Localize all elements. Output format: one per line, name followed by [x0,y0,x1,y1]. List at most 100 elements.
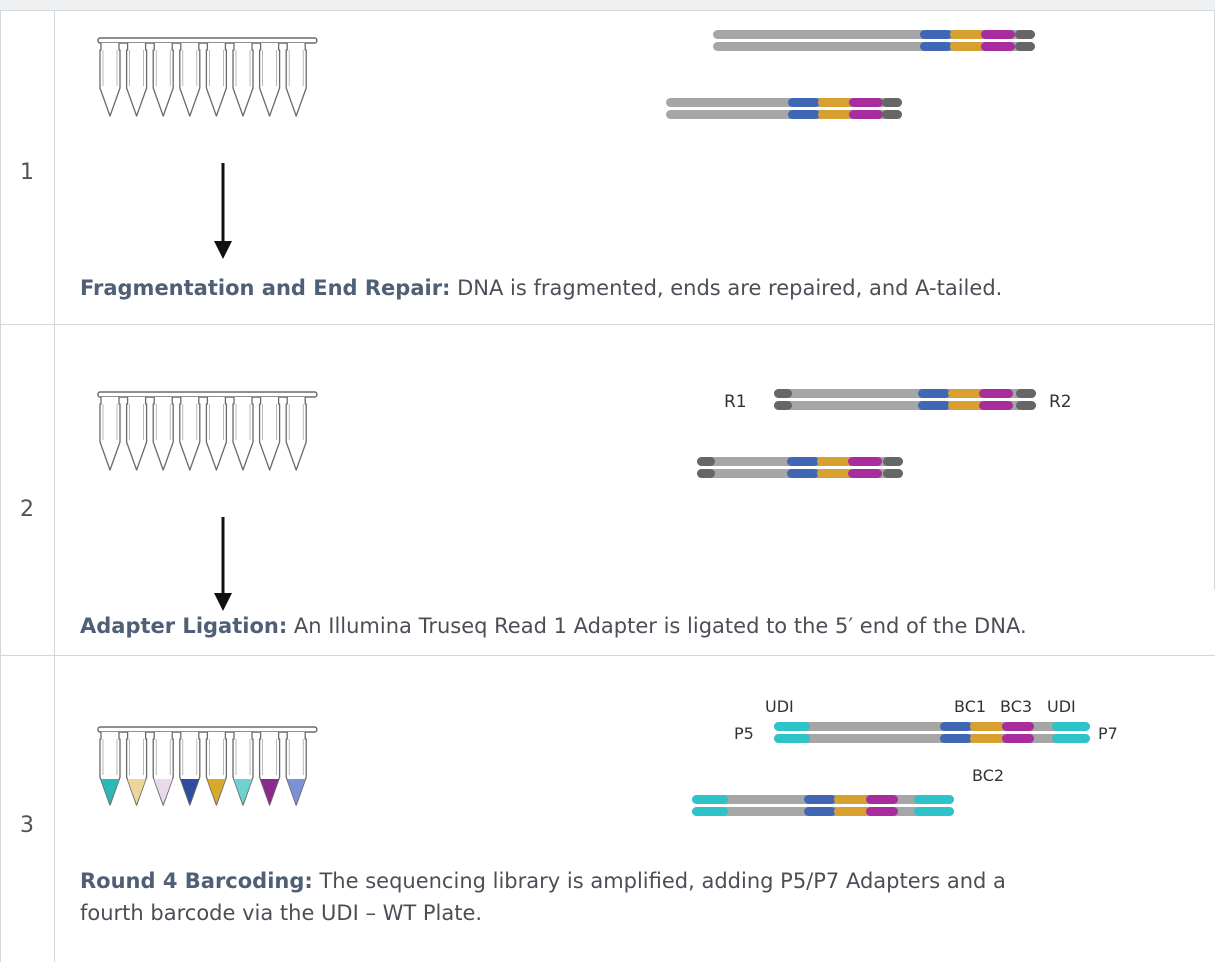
tube-inner-line [129,404,144,440]
segment-end_gray [774,389,792,398]
segment-cyan [774,722,810,731]
segment-gold [970,734,1004,743]
segment-blue [804,807,836,816]
tube-inner-line [182,50,198,86]
tube [205,43,228,117]
tube-inner-line [235,404,251,440]
top-bar [0,0,1215,11]
segment-gold [817,469,851,478]
label-r2: R2 [1049,392,1072,412]
segment-blue [920,30,952,39]
tube [125,397,148,471]
tube-inner-line [182,739,198,775]
tube-inner-line [102,404,118,440]
segment-magenta [848,469,882,478]
table-left-border [0,10,1,962]
segment-gold [948,401,982,410]
segment-magenta [866,795,898,804]
tube-liquid [100,779,120,804]
table-row: 3 UDI BC1 BC3 UDI P5 P7 BC2 Round 4 Barc… [0,655,1215,962]
dna-fragment [692,795,954,816]
segment-cyan [774,734,810,743]
tube [152,397,174,471]
tube-strip-cap [97,726,318,733]
tube-inner-line [288,404,304,440]
label-bc1: BC1 [954,697,986,716]
segment-blue [918,401,950,410]
tube-liquid [180,779,199,804]
row-number: 3 [20,813,34,838]
segment-cyan [1052,734,1090,743]
tube-inner-line [235,50,251,86]
tube-inner-line [209,404,224,440]
row-number: 2 [20,497,34,522]
tube [179,397,201,471]
tube-inner-line [182,404,198,440]
label-p7: P7 [1098,724,1118,743]
tube [232,43,254,117]
tube-strip [97,726,318,806]
tube-inner-line [288,739,304,775]
segment-magenta [1002,722,1034,731]
segment-gold [834,795,868,804]
segment-cyan [692,807,728,816]
tube [152,43,174,117]
tube-inner-line [288,50,304,86]
segment-end_gray [697,469,715,478]
segment-blue [918,389,950,398]
dna-fragment [774,722,1090,743]
caption-title: Adapter Ligation: [80,614,288,638]
segment-gold [948,389,982,398]
segment-end_gray [883,457,903,466]
arrowhead [214,593,232,611]
dna-fragment [774,389,1036,410]
segment-blue [940,734,972,743]
segment-blue [920,42,952,51]
tube-inner-line [262,404,277,440]
tube-inner-line [262,50,277,86]
segment-end_gray [882,110,902,119]
tube-strip [97,391,318,471]
tube-strip-cap [97,37,318,44]
tube-liquid [233,779,253,804]
table-column-divider [54,10,55,962]
label-udi-right: UDI [1047,697,1076,716]
segment-gold [950,30,984,39]
dna-fragment [713,30,1035,51]
segment-magenta [849,110,883,119]
segment-blue [787,469,819,478]
label-bc2: BC2 [972,766,1004,785]
tube [232,397,254,471]
segment-end_gray [883,469,903,478]
caption-text: DNA is fragmented, ends are repaired, an… [450,276,1003,300]
tube [258,397,281,471]
table-row: 1 Fragmentation and End Repair: DNA is f… [0,10,1215,325]
dna-strand [774,734,1090,743]
row-1-illustration [97,30,1035,259]
tube [285,43,307,117]
segment-end_gray [1015,42,1035,51]
tube-liquid [207,779,226,804]
tube-inner-line [129,50,144,86]
tube-inner-line [155,404,171,440]
segment-cyan [914,795,954,804]
tube-liquid [260,779,279,804]
segment-end_gray [1016,401,1036,410]
segment-blue [787,457,819,466]
dna-fragment [697,457,903,478]
tube-inner-line [209,50,224,86]
caption-title: Round 4 Barcoding: [80,869,313,893]
tube [205,397,228,471]
label-p5: P5 [734,724,754,743]
segment-end_gray [697,457,715,466]
tube-inner-line [155,50,171,86]
tube-inner-line [155,739,171,775]
row-caption: Fragmentation and End Repair: DNA is fra… [80,272,1002,304]
tube-inner-line [209,739,224,775]
segment-end_gray [774,401,792,410]
row-number: 1 [20,160,34,185]
tube [125,43,148,117]
segment-gold [818,110,852,119]
segment-blue [788,110,820,119]
tube-strip [97,37,318,117]
